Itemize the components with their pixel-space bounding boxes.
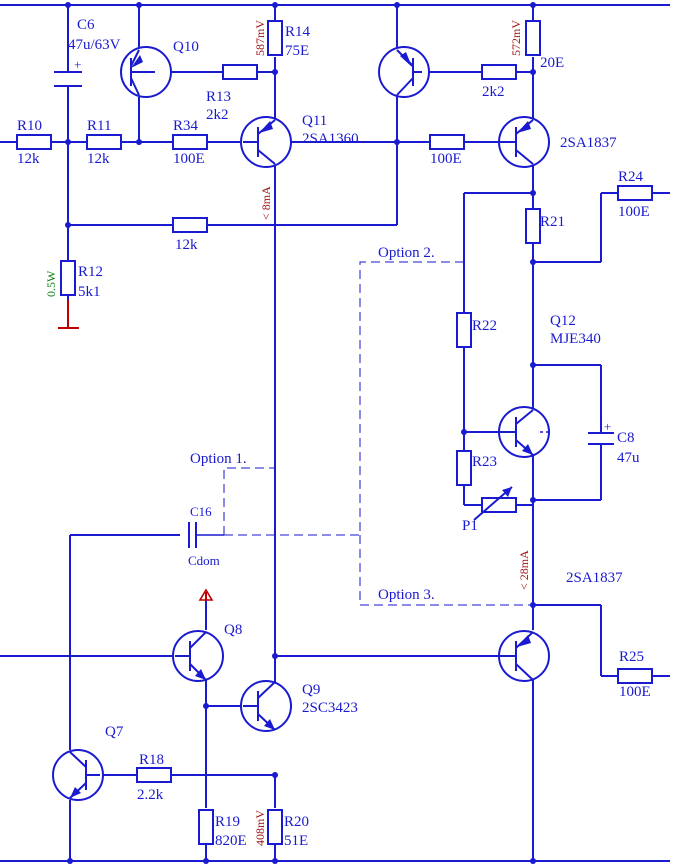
r13-value: 2k2 (206, 107, 229, 123)
r-q13-base-resistor (429, 134, 465, 150)
r18-name: R18 (139, 752, 164, 768)
r20-resistor (267, 809, 283, 845)
r24-value: 100E (618, 204, 650, 220)
r13-name: R13 (206, 89, 231, 105)
r11-resistor (86, 134, 122, 150)
r12-power: 0.5W (44, 270, 58, 297)
q11-current: < 8mA (259, 186, 273, 220)
r-top-right-value: 20E (540, 55, 564, 71)
r25-value: 100E (619, 684, 651, 700)
q13-transistor (498, 116, 550, 168)
option3-dash (359, 535, 533, 606)
junction-dots (65, 2, 536, 864)
r20-value: 51E (284, 833, 308, 849)
q10-transistor (120, 46, 172, 98)
r23-resistor (456, 450, 472, 486)
option1-label: Option 1. (190, 451, 247, 467)
r20-voltage: 408mV (253, 810, 267, 846)
r22-name: R22 (472, 318, 497, 334)
q11-transistor (240, 116, 292, 168)
q14-transistor (498, 630, 550, 682)
r-feedback-resistor (172, 217, 208, 233)
q11-name: Q11 (302, 113, 327, 129)
q7-transistor (52, 749, 104, 801)
r10-resistor (16, 134, 52, 150)
r10-value: 12k (17, 151, 40, 167)
r18-resistor (136, 767, 172, 783)
r-upper-base-resistor (481, 64, 517, 80)
r-feedback-value: 12k (175, 237, 198, 253)
r13-resistor (222, 64, 258, 80)
r19-value: 820E (215, 833, 247, 849)
r-upper-base-value: 2k2 (482, 84, 505, 100)
r-top-right-voltage: 572mV (509, 20, 523, 56)
c6-name: C6 (77, 17, 95, 33)
r14-value: 75E (285, 43, 309, 59)
option2-label: Option 2. (378, 245, 435, 261)
r34-resistor (172, 134, 208, 150)
q7-name: Q7 (105, 724, 124, 740)
q14-part: 2SA1837 (566, 570, 623, 586)
r25-name: R25 (619, 649, 644, 665)
r12-name: R12 (78, 264, 103, 280)
q12-transistor (498, 406, 550, 458)
r14-name: R14 (285, 24, 311, 40)
q9-transistor (240, 680, 292, 732)
c6-value: 47u/63V (68, 37, 121, 53)
p1-name: P1 (462, 518, 478, 534)
q12-part: MJE340 (550, 331, 601, 347)
q-upper-right-transistor (378, 46, 430, 98)
q12-name: Q12 (550, 313, 576, 329)
r14-voltage: 587mV (253, 20, 267, 56)
r23-name: R23 (472, 454, 497, 470)
q8-transistor (172, 630, 224, 682)
q9-part: 2SC3423 (302, 700, 358, 716)
q11-part: 2SA1360 (302, 131, 359, 147)
r25-resistor (617, 668, 653, 684)
c8-plus: + (604, 419, 611, 434)
r12-resistor (60, 260, 76, 296)
r14-resistor (267, 20, 283, 56)
r12-value: 5k1 (78, 284, 101, 300)
r-q13-base-value: 100E (430, 151, 462, 167)
q8-name: Q8 (224, 622, 242, 638)
r34-name: R34 (173, 118, 199, 134)
c8-name: C8 (617, 430, 635, 446)
r34-value: 100E (173, 151, 205, 167)
q13-part: 2SA1837 (560, 135, 617, 151)
q9-name: Q9 (302, 682, 320, 698)
p1-arrowhead (502, 487, 512, 497)
q10-name: Q10 (173, 39, 199, 55)
r10-name: R10 (17, 118, 42, 134)
r21-name: R21 (540, 214, 565, 230)
r19-name: R19 (215, 814, 240, 830)
option2-dash (224, 261, 464, 536)
option3-label: Option 3. (378, 587, 435, 603)
r19-resistor (198, 809, 214, 845)
c8-value: 47u (617, 450, 640, 466)
c16-name: C16 (190, 504, 212, 519)
current-28: < 28mA (517, 550, 531, 590)
r24-resistor (617, 185, 653, 201)
c6-plus: + (74, 57, 81, 72)
r11-value: 12k (87, 151, 110, 167)
option1-dash (223, 467, 275, 535)
r21-resistor (525, 208, 541, 244)
r-top-right-resistor (525, 20, 541, 56)
r11-name: R11 (87, 118, 111, 134)
r22-resistor (456, 312, 472, 348)
r18-value: 2.2k (137, 787, 164, 803)
r24-name: R24 (618, 169, 644, 185)
c16-value: Cdom (188, 553, 220, 568)
r20-name: R20 (284, 814, 309, 830)
q8-supply-arrow (198, 588, 214, 601)
